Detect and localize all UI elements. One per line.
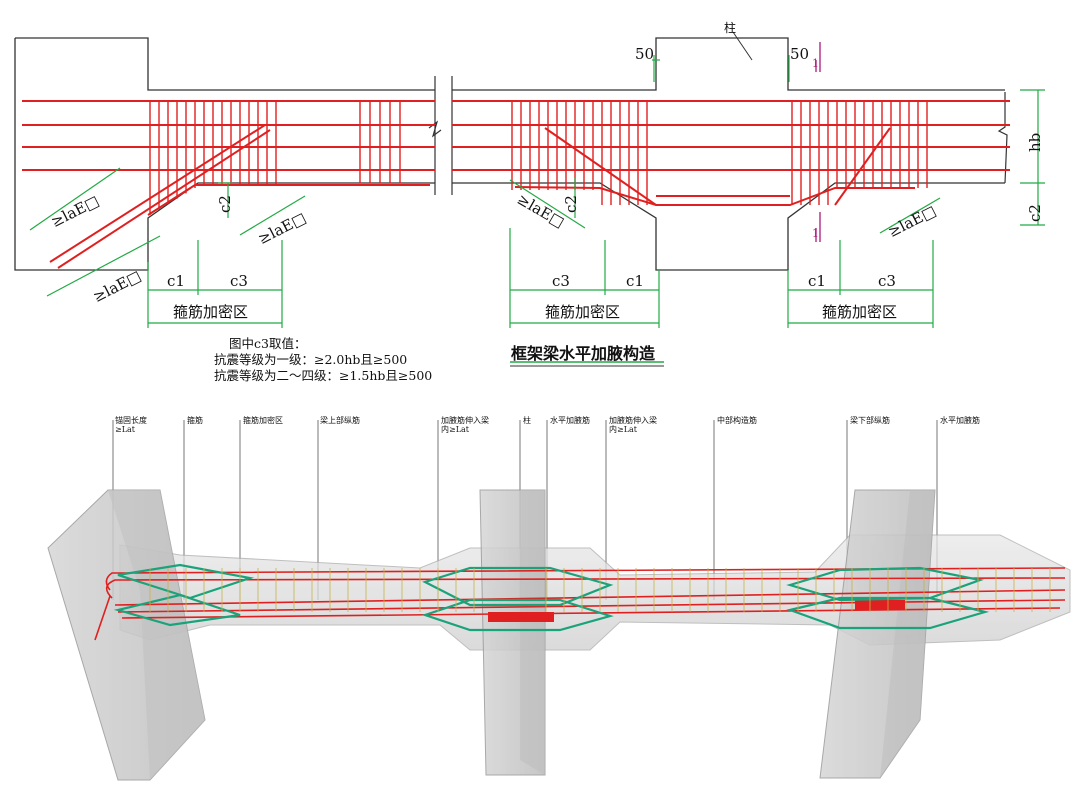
c2-label-left: c2: [216, 195, 234, 213]
callout-mid-bars: 中部构造筋: [717, 416, 757, 425]
offset-label-left: 50: [635, 45, 655, 63]
callout-haunch-anchor-1: 加腋筋伸入梁 内≥Lat: [441, 416, 489, 434]
c1-label-right: c1: [808, 272, 826, 290]
zone-label-left: 箍筋加密区: [173, 303, 249, 321]
note-line-1: 图中c3取值：: [229, 336, 307, 351]
column-leader: [732, 31, 753, 61]
longitudinal-rebars: [22, 100, 1010, 171]
callout-stirrup: 箍筋: [187, 416, 203, 425]
stirrups-3d: [149, 568, 1051, 612]
c3-label-mid: c3: [552, 272, 570, 290]
haunch-rebars: [49, 124, 915, 269]
callout-bottom-bars: 梁下部纵筋: [850, 416, 890, 425]
column-label: 柱: [724, 21, 737, 35]
haunch-bar-right: [855, 600, 905, 610]
c3-label-left: c3: [230, 272, 248, 290]
columns-3d: [47, 489, 936, 781]
callout-haunch-anchor-2: 加腋筋伸入梁 内≥Lat: [609, 416, 657, 434]
c3-label-right: c3: [878, 272, 896, 290]
haunch-stirrups-3d: [113, 563, 990, 632]
note-line-2: 抗震等级为一级：≥2.0hb且≥500: [214, 352, 408, 367]
callout-top-bars: 梁上部纵筋: [320, 416, 360, 425]
note-line-3: 抗震等级为二～四级：≥1.5hb且≥500: [214, 368, 433, 383]
section-markers: [815, 42, 821, 242]
callout-haunch-bar-2: 水平加腋筋: [940, 416, 980, 425]
diagram-title: 框架梁水平加腋构造: [511, 344, 656, 363]
callout-dense-zone: 箍筋加密区: [243, 416, 283, 425]
c2-label-right: c2: [1026, 204, 1044, 222]
marker-label-bottom: 1: [812, 227, 819, 240]
marker-label-top: 1: [812, 57, 819, 70]
dimension-lines: [29, 55, 1045, 328]
zone-label-mid: 箍筋加密区: [545, 303, 621, 321]
c1-label-left: c1: [167, 272, 185, 290]
c2-label-mid: c2: [562, 195, 580, 213]
beam-outline: [14, 37, 1005, 271]
callout-anchor: 锚固长度 ≥Lat: [115, 416, 147, 434]
title-underline: [510, 361, 664, 367]
break-symbols: [428, 76, 1008, 195]
c1-label-mid: c1: [626, 272, 644, 290]
haunch-bar-mid: [488, 612, 554, 622]
callout-haunch-bar-1: 水平加腋筋: [550, 416, 590, 425]
offset-label-right: 50: [790, 45, 810, 63]
callout-column: 柱: [523, 416, 531, 425]
zone-label-right: 箍筋加密区: [822, 303, 898, 321]
hb-label: hb: [1026, 132, 1044, 152]
